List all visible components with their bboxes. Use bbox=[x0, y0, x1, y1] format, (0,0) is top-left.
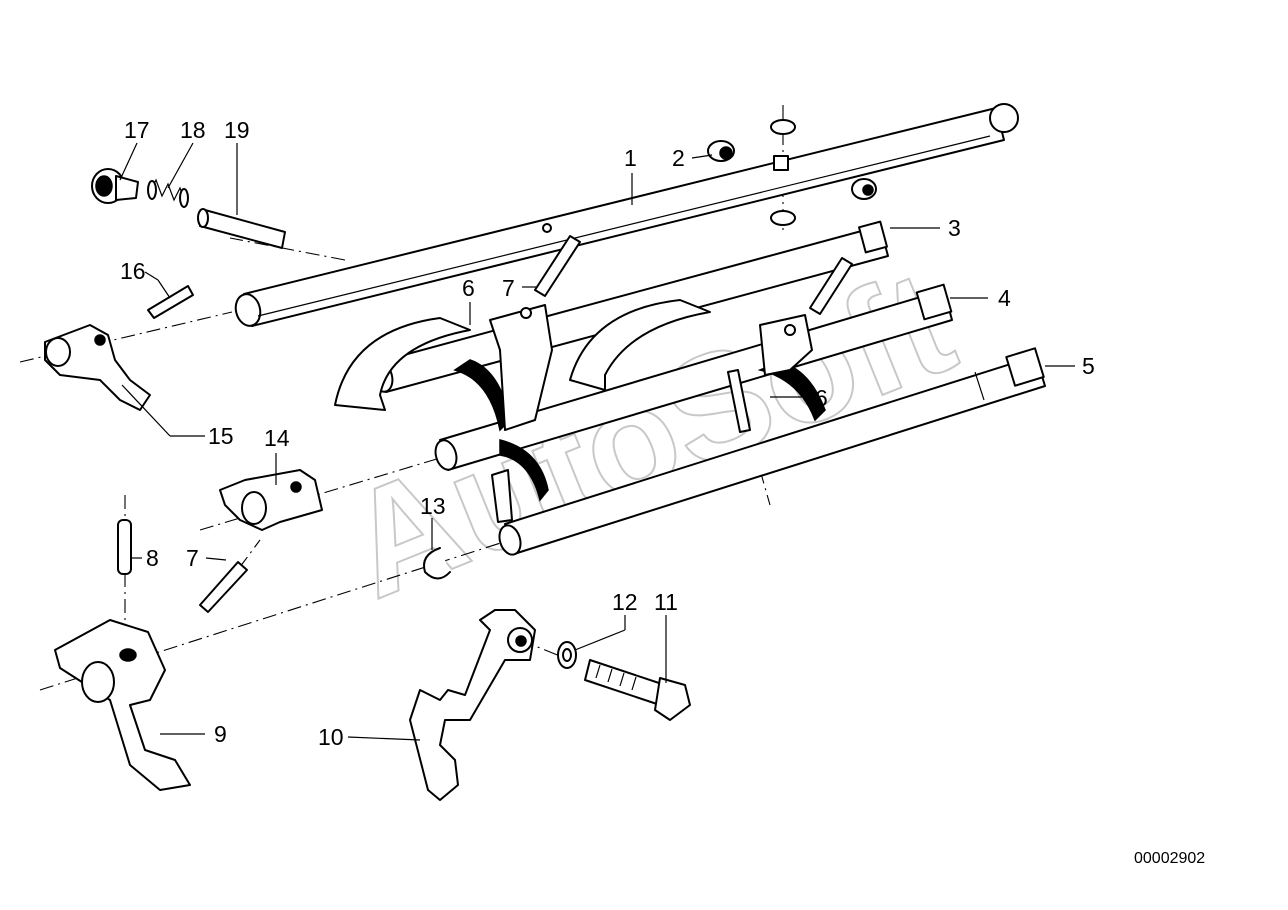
callout-16: 16 bbox=[120, 258, 146, 284]
plunger-part-19 bbox=[197, 208, 286, 249]
callout-17: 17 bbox=[124, 117, 150, 143]
callout-9: 9 bbox=[214, 721, 227, 747]
shift-fork-part-6-right bbox=[491, 299, 826, 523]
lever-part-10 bbox=[409, 609, 536, 801]
pin-part-16 bbox=[147, 285, 194, 319]
callout-4: 4 bbox=[998, 285, 1011, 311]
shift-fork-part-6-left bbox=[334, 304, 553, 432]
callout-11: 11 bbox=[654, 589, 678, 615]
callout-14: 14 bbox=[264, 425, 290, 451]
callout-15: 15 bbox=[208, 423, 234, 449]
callout-10: 10 bbox=[318, 724, 344, 750]
leader-lines bbox=[119, 142, 1075, 741]
rod-part-1 bbox=[234, 103, 1019, 327]
callout-6-lower: 6 bbox=[815, 385, 828, 411]
callout-1: 1 bbox=[624, 145, 637, 171]
callout-13: 13 bbox=[420, 493, 446, 519]
sleeve-part-14 bbox=[219, 469, 323, 531]
callout-7-lower: 7 bbox=[186, 545, 199, 571]
guide-part-15 bbox=[44, 324, 151, 411]
lever-part-9 bbox=[54, 619, 191, 791]
callout-2: 2 bbox=[672, 145, 685, 171]
callout-18: 18 bbox=[180, 117, 206, 143]
callout-12: 12 bbox=[612, 589, 638, 615]
callout-numbers: 1 2 3 4 5 6 6 7 7 8 9 10 11 12 13 14 15 … bbox=[120, 117, 1095, 750]
circlip-part-13 bbox=[423, 547, 451, 580]
callout-6-upper: 6 bbox=[462, 275, 475, 301]
pin-part-7 bbox=[199, 235, 853, 613]
bolt-part-11 bbox=[584, 659, 691, 721]
drawing-code: 00002902 bbox=[1134, 850, 1205, 867]
callout-5: 5 bbox=[1082, 353, 1095, 379]
callout-19: 19 bbox=[224, 117, 250, 143]
rod-part-5 bbox=[498, 347, 1046, 556]
washer-part-12 bbox=[557, 641, 577, 669]
callout-3: 3 bbox=[948, 215, 961, 241]
callout-8: 8 bbox=[146, 545, 159, 571]
callout-7-upper: 7 bbox=[502, 275, 515, 301]
spring-part-18 bbox=[147, 178, 189, 208]
pin-part-8 bbox=[117, 519, 132, 575]
nut-part-2 bbox=[707, 119, 877, 226]
plug-part-17 bbox=[91, 168, 139, 204]
